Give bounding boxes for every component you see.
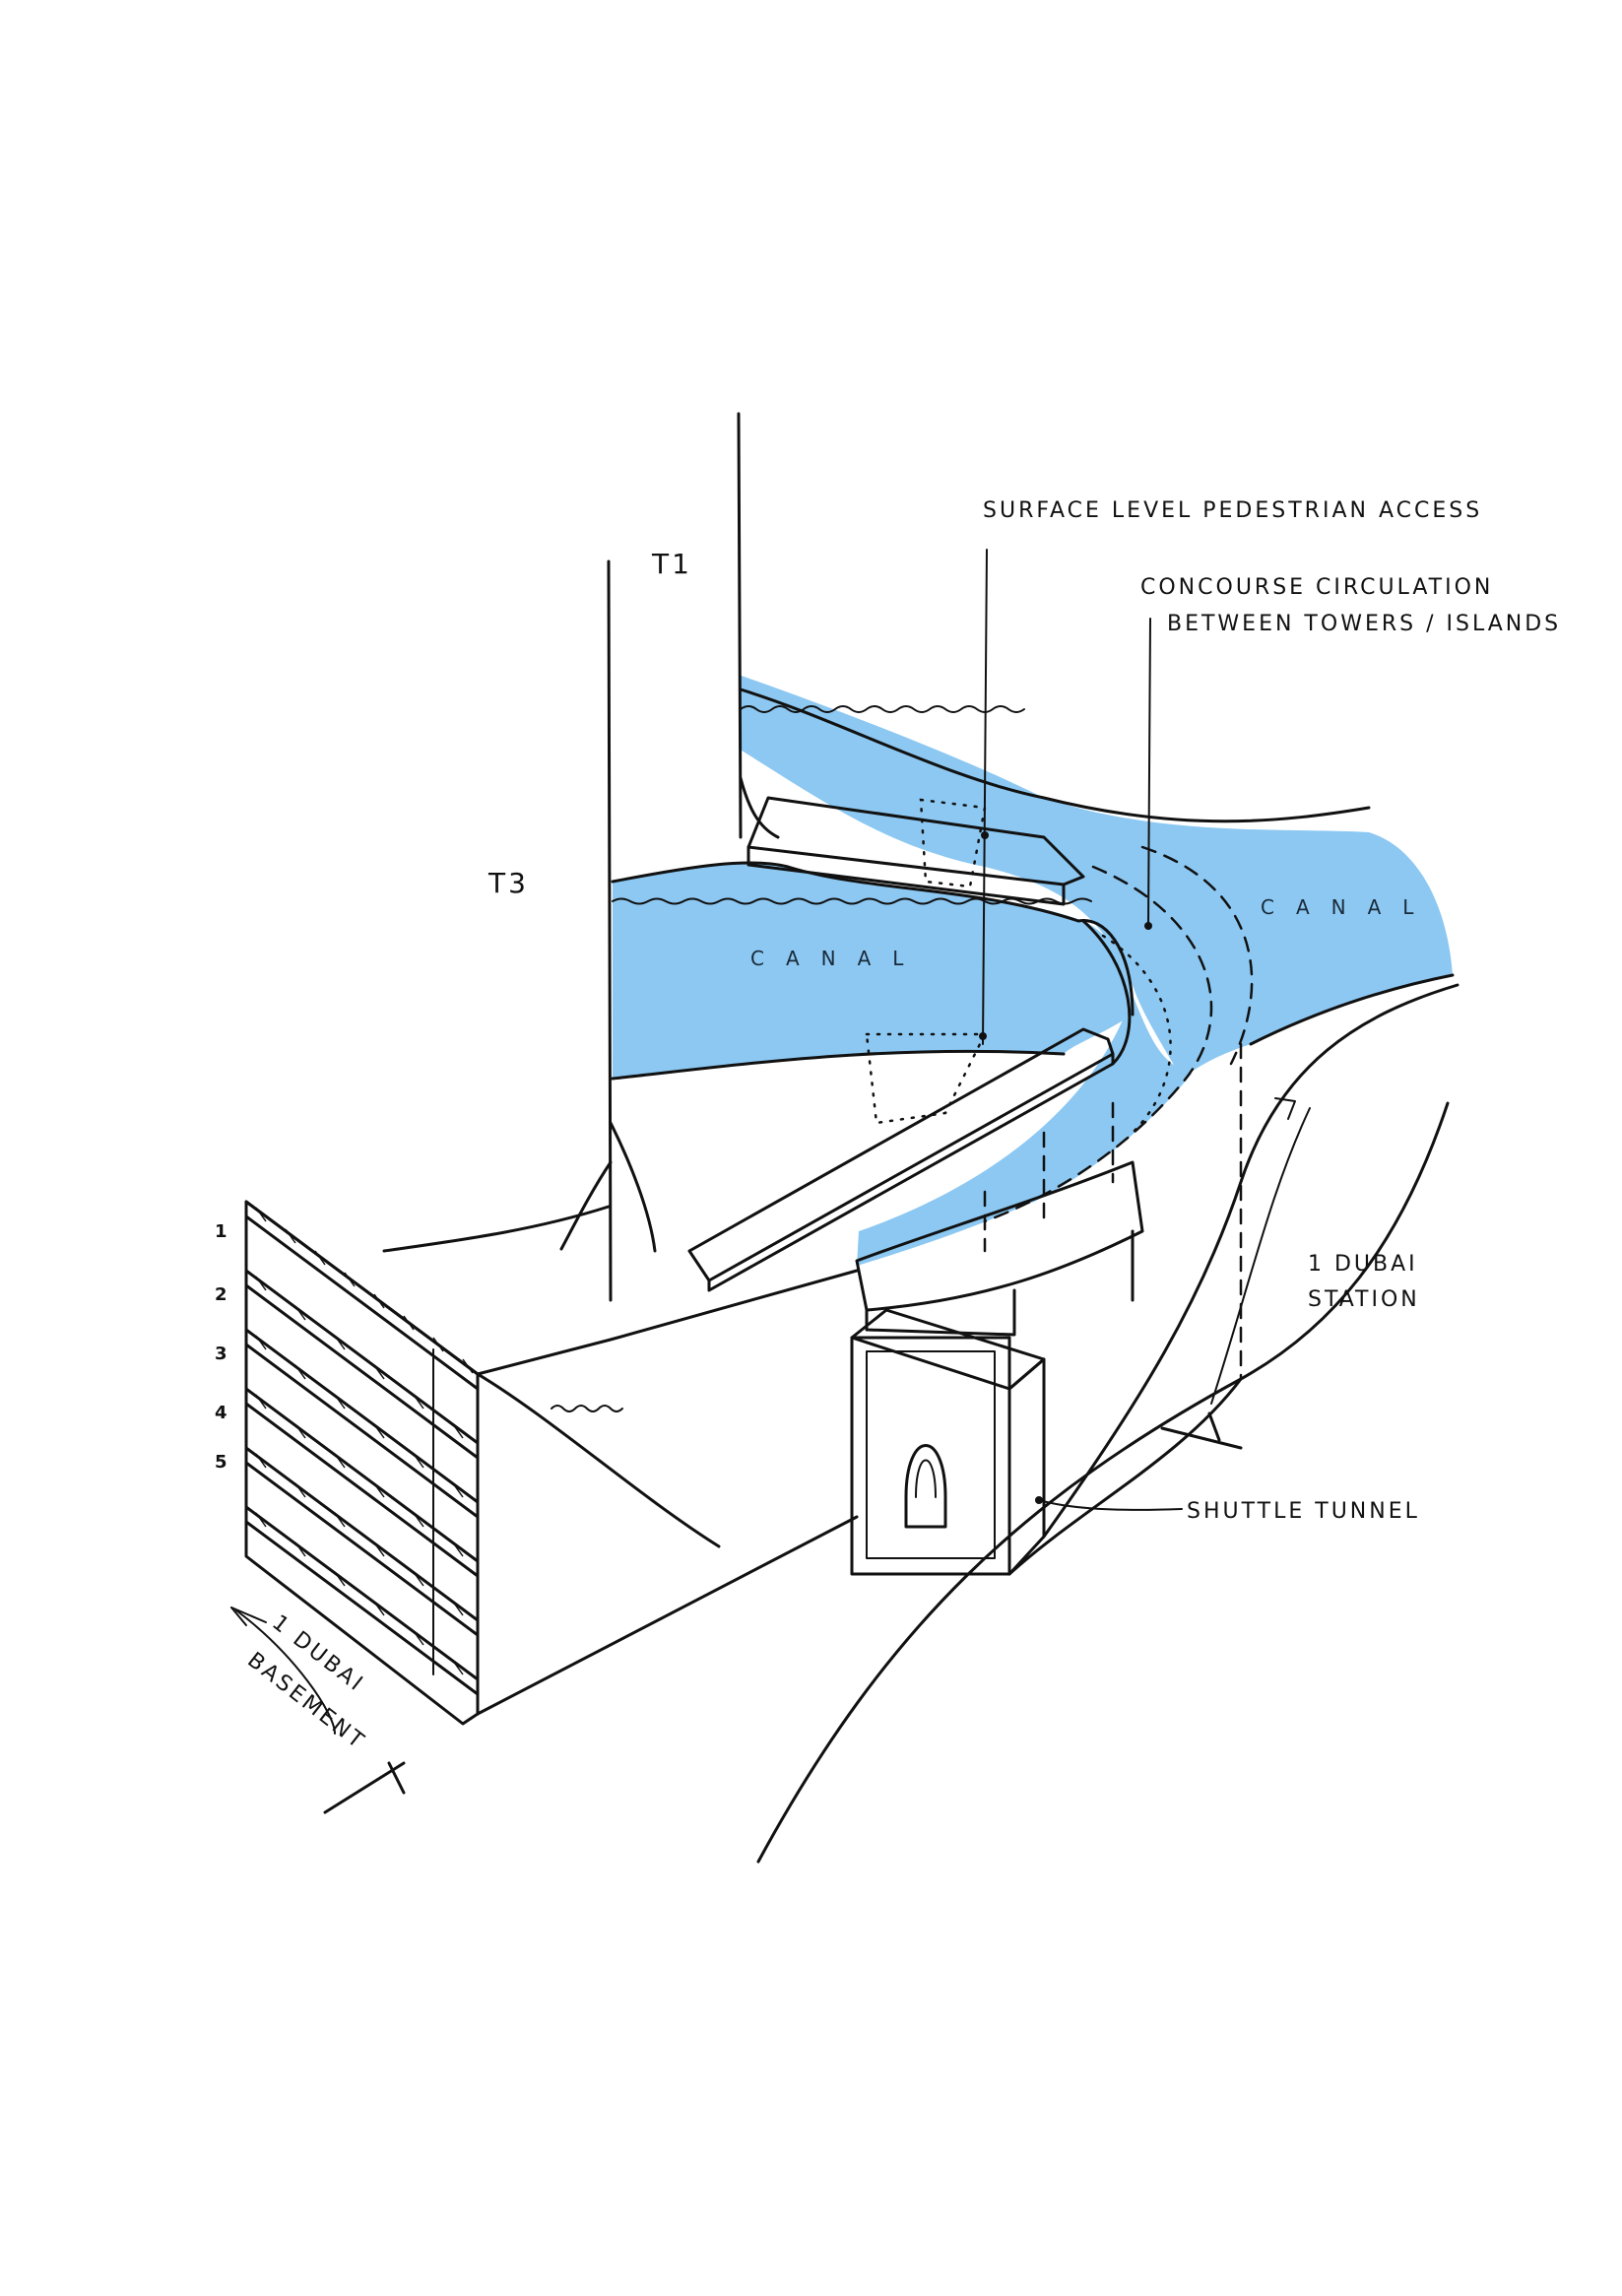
surface-access-label: SURFACE LEVEL PEDESTRIAN ACCESS	[983, 498, 1482, 523]
concourse-label-line2: BETWEEN TOWERS / ISLANDS	[1167, 612, 1561, 636]
basement-section	[244, 1200, 480, 1726]
canal-right-water	[739, 675, 1453, 1079]
tower-t3-label: T3	[487, 867, 529, 899]
level-number: 2	[215, 1284, 227, 1305]
lower-island	[687, 1027, 1115, 1292]
basement-level-numbers: 1 2 3 4 5	[215, 1221, 227, 1473]
upper-island	[746, 796, 1085, 906]
concourse-water	[857, 995, 1192, 1266]
shuttle-tunnel-box	[850, 1308, 1046, 1576]
canal-right-label: CANAL	[1261, 895, 1435, 919]
canal-banks	[611, 688, 1455, 1081]
basement-slabs	[244, 1200, 480, 1696]
canal-left-water	[613, 862, 1133, 1079]
station-label-line1: 1 DUBAI	[1308, 1252, 1418, 1277]
break-marks	[387, 1411, 1221, 1795]
basement-hatching	[255, 1207, 474, 1675]
station-label-line2: STATION	[1308, 1287, 1420, 1312]
level-number: 3	[215, 1344, 227, 1364]
shuttle-tunnel-label: SHUTTLE TUNNEL	[1187, 1499, 1420, 1524]
level-number: 1	[215, 1221, 227, 1242]
concourse-path	[983, 845, 1254, 1253]
tower-t1-label: T1	[651, 548, 692, 580]
level-number: 5	[215, 1452, 227, 1473]
leader-lines	[230, 549, 1311, 1735]
canal-water	[613, 675, 1453, 1266]
site-lines	[323, 983, 1460, 1864]
concourse-label-line1: CONCOURSE CIRCULATION	[1140, 575, 1493, 600]
canal-left-label: CANAL	[750, 947, 925, 970]
level-number: 4	[215, 1403, 227, 1423]
labels: T1 T3 SURFACE LEVEL PEDESTRIAN ACCESS CO…	[242, 498, 1561, 1755]
tower-outlines	[559, 412, 780, 1302]
concourse-bridge	[855, 1160, 1144, 1337]
